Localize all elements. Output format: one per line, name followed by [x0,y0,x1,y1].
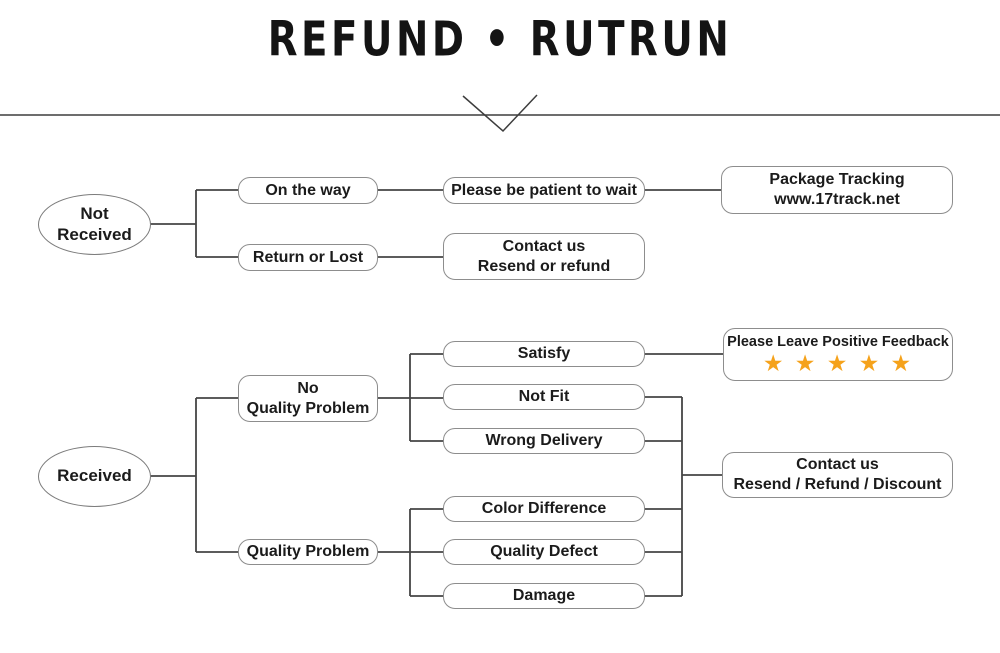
node-label: Contact us [502,237,586,255]
node-damage: Damage [443,583,645,609]
node-label: Wrong Delivery [485,432,603,450]
node-label: Contact us [796,456,879,474]
node-label: Received [57,224,132,244]
node-label: Quality Problem [246,399,370,417]
node-label: Received [57,466,132,486]
node-return-or-lost: Return or Lost [238,244,378,271]
node-label: Please Leave Positive Feedback [727,334,949,351]
node-label: Not Fit [518,388,570,406]
node-label: Not [80,203,109,223]
node-label: Satisfy [517,345,571,363]
node-label: Resend / Refund / Discount [733,476,942,493]
node-label: Damage [512,587,576,605]
node-positive-feedback: Please Leave Positive Feedback ★ ★ ★ ★ ★ [723,328,953,381]
flow-connectors [150,189,723,597]
five-star-rating-icon: ★ ★ ★ ★ ★ [762,350,914,377]
tracking-url: www.17track.net [774,191,900,208]
node-label: No [297,379,319,397]
node-satisfy: Satisfy [443,341,645,367]
chevron-down-icon [462,94,538,133]
node-received: Received [38,446,151,507]
node-label: Package Tracking [769,171,905,189]
node-label: Return or Lost [252,248,364,266]
node-contact-resend-refund-discount: Contact us Resend / Refund / Discount [722,452,953,498]
node-quality-problem: Quality Problem [238,539,378,565]
node-label: Please be patient to wait [451,181,637,199]
node-color-difference: Color Difference [443,496,645,522]
node-label: Color Difference [481,500,607,518]
node-wrong-delivery: Wrong Delivery [443,428,645,454]
node-no-quality-problem: No Quality Problem [238,375,378,422]
node-label: Resend or refund [477,257,611,275]
node-package-tracking: Package Tracking www.17track.net [721,166,953,214]
node-on-the-way: On the way [238,177,378,204]
node-label: Quality Problem [246,543,370,561]
page-title: REFUND • RUTRUN [267,11,733,68]
node-label: On the way [265,181,351,199]
node-contact-resend-refund: Contact us Resend or refund [443,233,645,280]
node-not-fit: Not Fit [443,384,645,410]
node-please-be-patient: Please be patient to wait [443,177,645,204]
node-not-received: Not Received [38,194,151,255]
node-label: Quality Defect [490,543,598,561]
node-quality-defect: Quality Defect [443,539,645,565]
